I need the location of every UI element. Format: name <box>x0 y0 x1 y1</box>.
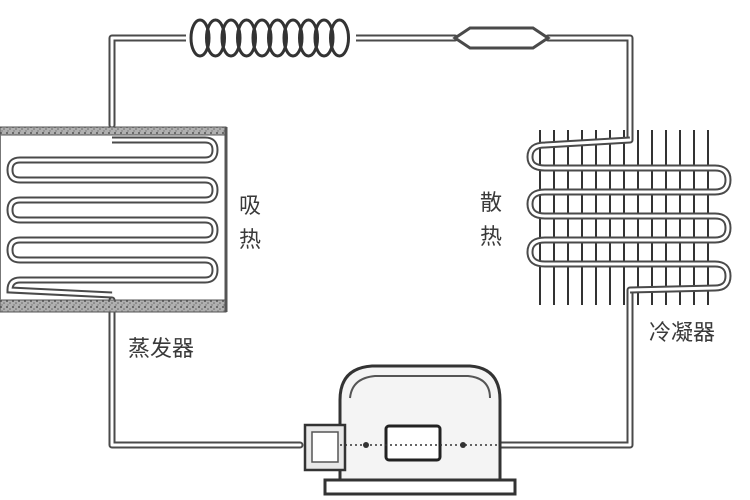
condenser <box>526 130 732 305</box>
capillary-coil <box>186 16 356 60</box>
evaporator-label: 蒸发器 <box>128 337 195 362</box>
coil-loop <box>329 18 350 58</box>
coil-loop <box>251 18 273 58</box>
refrigerant-pipe-loop <box>108 34 634 449</box>
coil-loop <box>298 18 319 58</box>
coil-loop <box>189 18 211 58</box>
absorb-heat-label: 吸热 <box>238 194 261 253</box>
coil-loop <box>267 18 288 58</box>
coil-loop <box>205 18 226 58</box>
coil-loop <box>313 18 335 58</box>
coil-loop <box>220 18 242 58</box>
condenser-label: 冷凝器 <box>649 321 716 346</box>
coil-loop <box>236 18 257 58</box>
compressor <box>303 364 517 496</box>
release-heat-label: 散热 <box>479 191 502 250</box>
evaporator <box>0 126 228 313</box>
filter-drier <box>452 26 551 50</box>
coil-loop <box>282 18 304 58</box>
